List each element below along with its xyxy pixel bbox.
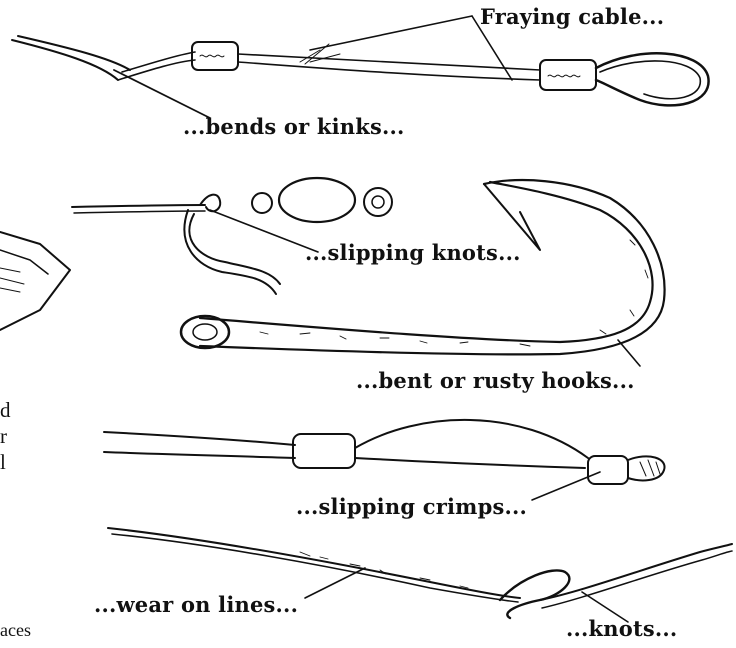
crimp-sleeve-4 xyxy=(588,456,628,484)
label-knots: ...knots... xyxy=(566,616,677,641)
label-fraying-cable: Fraying cable... xyxy=(480,4,664,29)
crimp-sleeve-2 xyxy=(540,60,596,90)
slipping-crimp-drawing xyxy=(104,420,665,500)
cropped-text-fragment-2: r xyxy=(0,424,7,449)
label-slipping-crimps: ...slipping crimps... xyxy=(296,494,527,519)
crimp-sleeve-3 xyxy=(293,434,355,468)
cropped-text-fragment-1: d xyxy=(0,398,11,423)
hook-eye xyxy=(181,316,229,348)
swivel-knot-drawing xyxy=(72,178,392,294)
cropped-text-fragment-4: aces xyxy=(0,620,31,641)
crimp-sleeve-1 xyxy=(192,42,238,70)
label-bent-or-rusty-hooks: ...bent or rusty hooks... xyxy=(356,368,635,393)
cropped-text-fragment-3: l xyxy=(0,450,6,475)
label-wear-on-lines: ...wear on lines... xyxy=(94,592,298,617)
label-bends-or-kinks: ...bends or kinks... xyxy=(183,114,405,139)
swivel-barrel xyxy=(279,178,355,222)
fraying-cable-drawing xyxy=(12,16,709,118)
tackle-tray-drawing xyxy=(0,232,70,330)
label-slipping-knots: ...slipping knots... xyxy=(305,240,521,265)
